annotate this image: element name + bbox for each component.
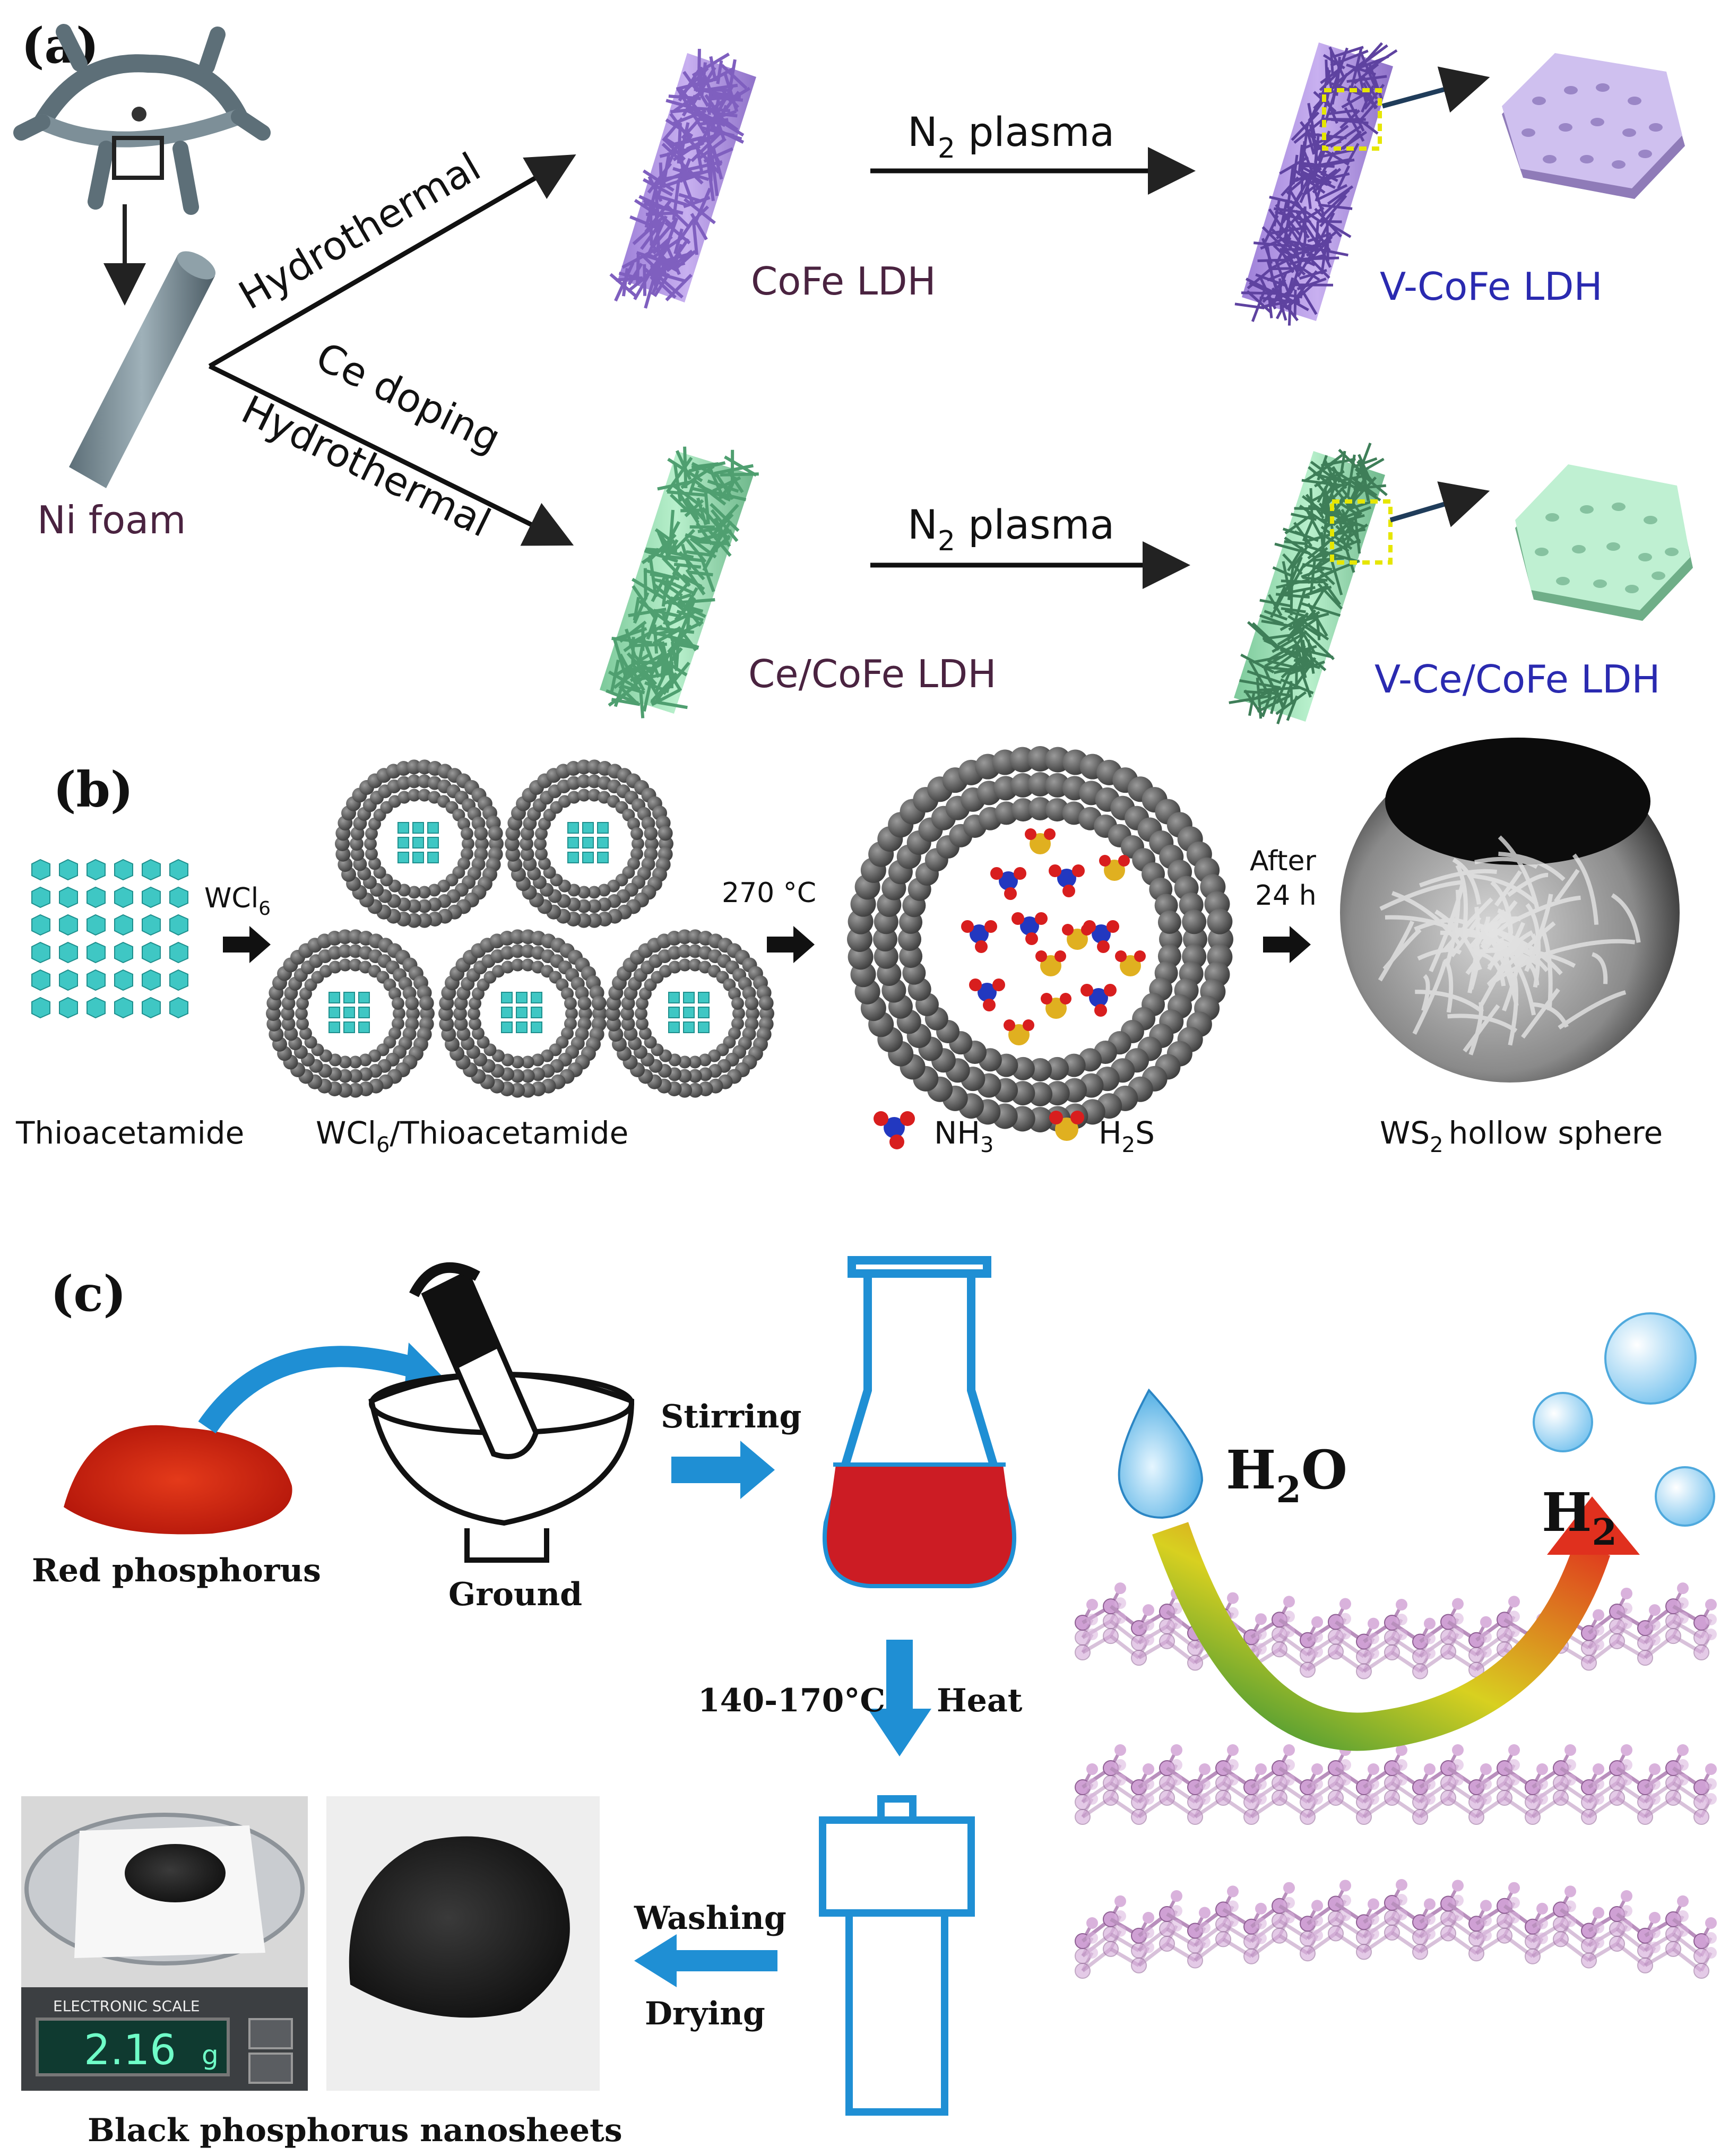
ni-foam-rod xyxy=(69,251,216,488)
v-cofe-ldh-label: V-CoFe LDH xyxy=(1380,264,1603,309)
scale-brand-label: ELECTRONIC SCALE xyxy=(53,1997,200,2015)
zoom-box-top xyxy=(1322,88,1382,151)
scale-photo: ELECTRONIC SCALE 2.16 g xyxy=(21,1796,308,2091)
v-cofe-ldh-rod xyxy=(1234,42,1398,326)
temperature-step-label: 270 °C xyxy=(722,877,816,909)
heat-arrow xyxy=(868,1640,931,1756)
porous-sheet-bottom xyxy=(1515,464,1693,621)
hydrothermal-arrow xyxy=(208,154,576,368)
temperature-label: 140-170°C xyxy=(698,1682,885,1719)
ni-foam-label: Ni foam xyxy=(37,498,186,542)
time-label: 24 h xyxy=(1255,880,1317,912)
h2o-label: H2O xyxy=(1226,1439,1347,1511)
reaction-arc-arrow-head xyxy=(1547,1496,1640,1555)
erlenmeyer-flask xyxy=(822,1256,1017,1588)
transfer-arrow xyxy=(198,1346,422,1434)
black-powder-photo xyxy=(326,1796,600,2091)
ce-cofe-ldh-label: Ce/CoFe LDH xyxy=(748,652,997,696)
scale-unit: g xyxy=(202,2040,219,2071)
red-phosphorus-label: Red phosphorus xyxy=(32,1552,321,1589)
wcl6-thioacetamide-caption: WCl6/Thioacetamide xyxy=(316,1115,628,1157)
stirring-label: Stirring xyxy=(661,1398,801,1435)
red-phosphorus-powder xyxy=(64,1425,292,1535)
zoom-arrow-bottom xyxy=(1389,481,1490,527)
hollow-shell-reaction xyxy=(847,746,1233,1132)
black-phosphorus-label: Black phosphorus nanosheets xyxy=(88,2112,623,2149)
scale-reading: 2.16 xyxy=(84,2027,176,2074)
mortar-pestle-icon xyxy=(368,1262,635,1563)
panel-b-label: (b) xyxy=(53,761,133,818)
zoom-box-bottom xyxy=(1330,499,1393,565)
nh3-legend-icon xyxy=(874,1111,915,1149)
ce-cofe-ldh-rod xyxy=(600,446,759,718)
h2s-legend-icon xyxy=(1049,1111,1084,1141)
step-arrow-2 xyxy=(767,926,815,963)
nh3-legend-label: NH3 xyxy=(934,1115,993,1157)
cofe-ldh-rod xyxy=(609,48,756,309)
hydrogen-bubbles-icon xyxy=(1533,1312,1715,1527)
h2s-legend-label: H2S xyxy=(1099,1115,1155,1157)
thioacetamide-crystals xyxy=(31,859,188,1019)
cofe-ldh-label: CoFe LDH xyxy=(751,259,936,304)
panel-c-label: (c) xyxy=(50,1265,126,1322)
zoom-arrow-top xyxy=(1381,66,1490,113)
wcl6-thioacetamide-micelles xyxy=(266,759,774,1098)
panel-a: (a) Ni foam Hydrothermal Ce doping Hydro… xyxy=(13,17,1693,724)
hydrothermal-label-top: Hydrothermal xyxy=(231,144,488,319)
ce-doping-arrow xyxy=(209,363,574,546)
ws2-hollow-sphere xyxy=(1340,738,1680,1083)
v-ce-cofe-ldh-rod xyxy=(1229,443,1393,724)
ni-foam-cage-icon xyxy=(13,24,271,215)
after-label: After xyxy=(1250,845,1316,877)
plasma-label-top: N2 plasma xyxy=(907,108,1114,164)
autoclave-vessel xyxy=(819,1795,975,2116)
plasma-label-bottom: N2 plasma xyxy=(907,501,1114,557)
wcl6-step-label: WCl6 xyxy=(204,882,271,920)
washing-arrow xyxy=(634,1934,777,1987)
stirring-arrow xyxy=(671,1441,775,1499)
h2-label: H2 xyxy=(1542,1481,1617,1554)
water-droplet-icon xyxy=(1118,1388,1204,1519)
step-arrow-1 xyxy=(223,926,271,963)
porous-sheet-top xyxy=(1502,53,1685,199)
v-ce-cofe-ldh-label: V-Ce/CoFe LDH xyxy=(1374,657,1661,702)
panel-b: (b) WCl6 270 °C After 24 h Thioacetamide… xyxy=(15,738,1680,1157)
panel-c: (c) Red phosphorus Ground Stirring xyxy=(21,1256,1717,2149)
washing-label: Washing xyxy=(634,1900,786,1937)
drying-label: Drying xyxy=(645,1995,765,2032)
step-arrow-3 xyxy=(1263,926,1311,963)
black-phosphorus-lattice xyxy=(1075,1582,1717,1979)
thioacetamide-caption: Thioacetamide xyxy=(15,1115,244,1151)
reaction-arc-arrow xyxy=(1152,1522,1611,1751)
heat-label: Heat xyxy=(937,1682,1023,1719)
ground-label: Ground xyxy=(448,1576,582,1613)
